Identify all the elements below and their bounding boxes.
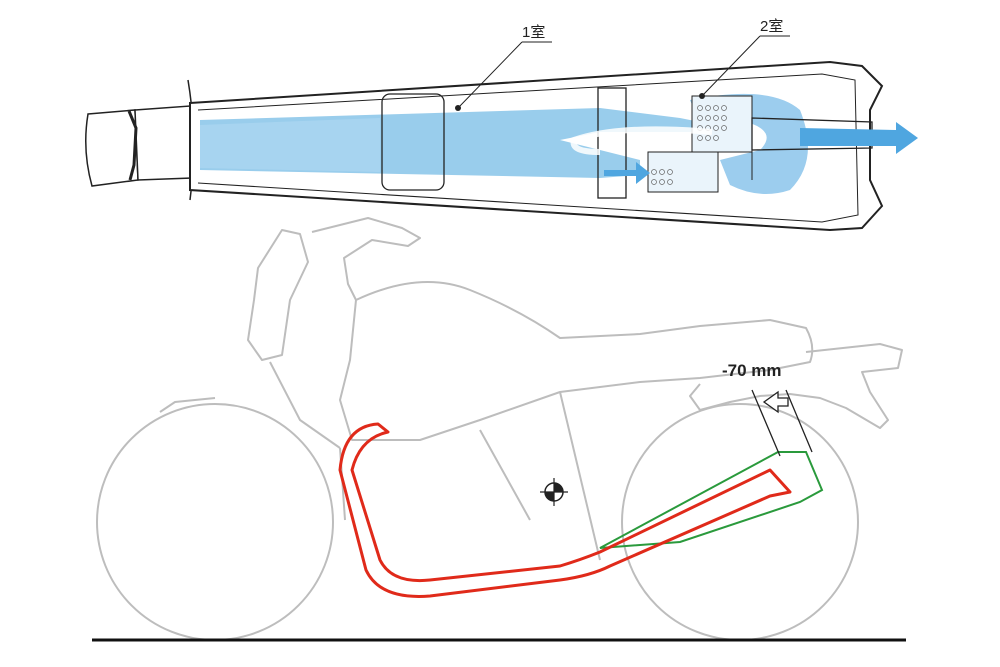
chamber-2-label: 2室 — [760, 18, 783, 35]
flow-arrow-return — [570, 126, 713, 155]
front-wheel — [96, 403, 334, 641]
inlet-collar — [134, 105, 193, 181]
inlet-pipe — [85, 109, 139, 187]
chamber-divider — [597, 87, 627, 199]
chamber-1-leader — [457, 41, 523, 109]
baffle-1 — [381, 93, 445, 191]
chamber-2-leader — [701, 35, 761, 97]
motorcycle-outline — [96, 217, 903, 641]
offset-dimension: -70 mm — [722, 361, 813, 457]
center-of-gravity-icon — [540, 478, 568, 506]
tail-section — [689, 343, 903, 429]
offset-label: -70 mm — [722, 361, 782, 380]
offset-arrow-icon — [762, 390, 789, 414]
flow-arrow-lower — [604, 162, 650, 184]
handlebar — [311, 217, 421, 301]
fork-and-headlight — [247, 229, 309, 361]
muffler-cutaway: 1室 2室 — [85, 18, 918, 232]
flow-arrow-exit — [800, 122, 918, 154]
tank-and-seat — [339, 281, 814, 441]
chamber-1-label: 1室 — [522, 24, 545, 41]
old-exhaust-outline — [338, 422, 792, 598]
